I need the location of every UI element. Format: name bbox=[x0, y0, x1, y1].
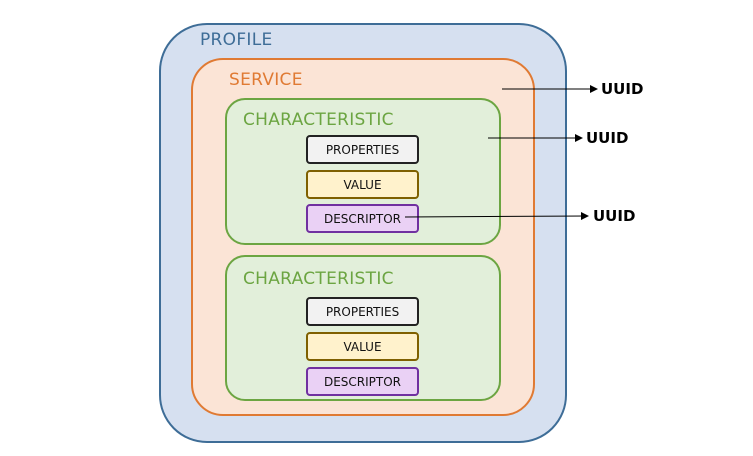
descriptor-box-2: DESCRIPTOR bbox=[306, 367, 419, 396]
properties-box-1: PROPERTIES bbox=[306, 135, 419, 164]
characteristic-label-2: CHARACTERISTIC bbox=[243, 269, 394, 289]
service-label: SERVICE bbox=[229, 70, 303, 90]
profile-label: PROFILE bbox=[200, 30, 273, 50]
service-uuid-label: UUID bbox=[601, 80, 644, 98]
characteristic-uuid-label: UUID bbox=[586, 129, 629, 147]
value-box-1: VALUE bbox=[306, 170, 419, 199]
descriptor-box-1: DESCRIPTOR bbox=[306, 204, 419, 233]
value-box-2: VALUE bbox=[306, 332, 419, 361]
properties-box-2: PROPERTIES bbox=[306, 297, 419, 326]
descriptor-uuid-label: UUID bbox=[593, 207, 636, 225]
characteristic-label-1: CHARACTERISTIC bbox=[243, 110, 394, 130]
